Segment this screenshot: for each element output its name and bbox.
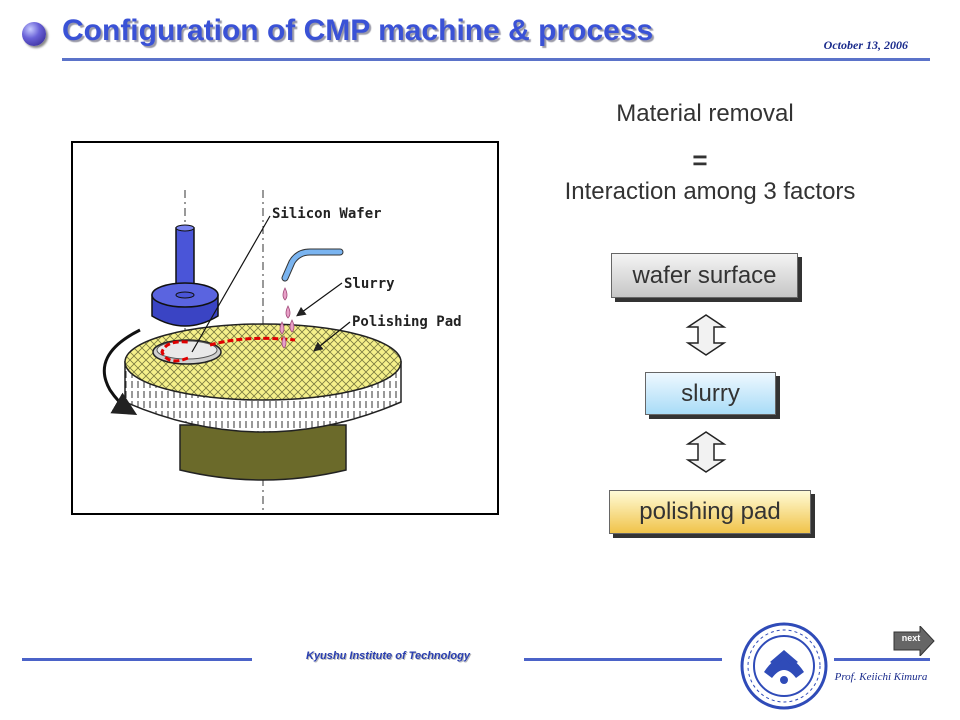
next-button-label[interactable]: next (901, 633, 921, 643)
page-title: Configuration of CMP machine & process (62, 14, 654, 47)
title-bullet-icon (22, 22, 46, 46)
material-removal-text: Material removal (616, 100, 794, 127)
wafer-rotation-arrow (160, 340, 189, 363)
machine-base (179, 424, 347, 481)
factor-polishing-pad: polishing pad (609, 490, 811, 534)
university-seal-logo (740, 622, 828, 710)
footer-rule-right (834, 658, 930, 661)
pad-leader-line (313, 321, 351, 352)
footer-rule-left (22, 658, 252, 661)
title-rule (62, 58, 930, 61)
double-arrow-icon (685, 314, 727, 356)
factor-wafer-surface: wafer surface (611, 253, 798, 298)
pad-label: Polishing Pad (352, 314, 462, 330)
platen-rotation-arrow (102, 328, 141, 416)
wafer-label: Silicon Wafer (272, 206, 382, 222)
institute-name: Kyushu Institute of Technology (306, 650, 470, 662)
wafer-leader-line (191, 215, 271, 353)
slurry-leader-line (296, 282, 343, 317)
interaction-text: Interaction among 3 factors (564, 178, 856, 205)
factor-slurry: slurry (645, 372, 776, 415)
slurry-drops (279, 287, 295, 349)
slurry-nozzle (281, 248, 344, 282)
double-arrow-icon (685, 431, 727, 473)
date-label: October 13, 2006 (823, 38, 908, 52)
equals-sign: = (692, 145, 708, 175)
wafer-carrier (151, 224, 219, 327)
platen (124, 323, 402, 433)
next-button[interactable] (892, 626, 936, 656)
slurry-label: Slurry (344, 276, 395, 292)
author-name: Prof. Keiichi Kimura (834, 671, 928, 683)
footer-rule-middle (524, 658, 722, 661)
cmp-machine-diagram: Silicon Wafer Slurry Polishing Pad (71, 141, 499, 515)
